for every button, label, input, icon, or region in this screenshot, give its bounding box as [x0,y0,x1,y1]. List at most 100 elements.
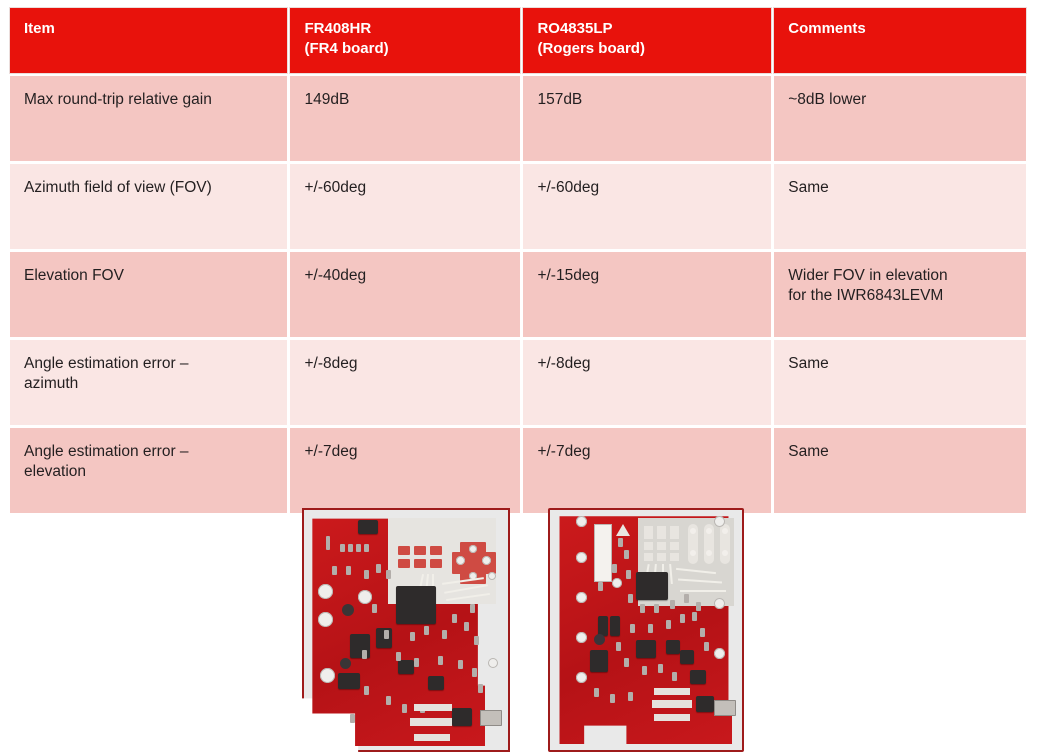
antenna-patch [644,553,653,561]
mounting-hole [576,592,587,603]
row-comment-line-1: Wider FOV in elevation [788,267,948,284]
mounting-hole [576,672,587,683]
elevation-antenna-element [704,524,714,564]
usb-connector [714,700,736,716]
pin-header [652,700,692,708]
antenna-patch [657,526,666,539]
row-comment-line-1: Same [788,179,829,196]
row-fr408hr-cell: +/-8deg [290,340,521,425]
row-comment-cell: Same [774,428,1026,513]
pin-header [414,704,452,711]
radar-soc-chip [636,572,668,600]
ic-chip [350,634,370,658]
row-fr408hr-cell: 149dB [290,76,521,161]
ic-chip [452,708,472,726]
row-comment-line-1: ~8dB lower [788,91,867,108]
feed-trace [432,574,434,594]
antenna-patch [398,559,410,568]
row-ro4835lp-cell: +/-8deg [523,340,772,425]
antenna-patch [670,526,679,539]
mounting-hole [714,516,725,527]
pin-header [654,688,690,695]
table-row: Elevation FOV +/-40deg +/-15deg Wider FO… [10,252,1026,337]
antenna-patch [430,559,442,568]
capacitor [342,604,354,616]
row-item-line-2: elevation [24,463,87,481]
mounting-hole [576,632,587,643]
column-header-comments-title: Comments [788,20,866,37]
antenna-patch [670,553,679,561]
row-item-line-1: Angle estimation error – [24,443,189,460]
capacitor [594,634,605,645]
antenna-via [469,545,477,553]
pin-header [410,718,452,726]
usb-connector [480,710,502,726]
row-comment-line-1: Same [788,443,829,460]
row-item-cell: Elevation FOV [10,252,288,337]
row-fr408hr-cell: +/-40deg [290,252,521,337]
comparison-table: Item FR408HR (FR4 board) RO4835LP (Roger… [10,8,1026,516]
antenna-via [456,556,465,565]
mounting-hole [576,552,587,563]
antenna-patch [398,546,410,555]
column-header-fr408hr-subtitle: (FR4 board) [304,39,389,57]
row-comment-cell: Same [774,340,1026,425]
column-header-fr408hr-title: FR408HR [304,20,372,37]
row-item-cell: Angle estimation error – azimuth [10,340,288,425]
ic-chip [598,616,608,636]
mounting-hole [358,590,372,604]
ic-chip [690,670,706,684]
column-header-item: Item [10,8,288,73]
ic-chip [398,660,414,674]
table-row: Azimuth field of view (FOV) +/-60deg +/-… [10,164,1026,249]
row-item-line-1: Azimuth field of view (FOV) [24,179,212,196]
row-ro4835lp-cell: 157dB [523,76,772,161]
row-ro4835lp-cell: +/-7deg [523,428,772,513]
row-ro4835lp-cell: +/-60deg [523,164,772,249]
column-header-comments: Comments [774,8,1026,73]
mounting-hole [488,658,498,668]
ic-chip [666,640,680,654]
antenna-patch [670,542,679,550]
table-row: Angle estimation error – azimuth +/-8deg… [10,340,1026,425]
antenna-patch [657,553,666,561]
row-item-cell: Angle estimation error – elevation [10,428,288,513]
pin-header [414,734,450,741]
ic-chip [358,520,378,534]
mounting-hole [612,578,622,588]
ic-chip [610,616,620,636]
row-comment-line-1: Same [788,355,829,372]
ic-chip [636,640,656,658]
row-comment-cell: ~8dB lower [774,76,1026,161]
antenna-patch [644,542,653,550]
antenna-patch [414,559,426,568]
board-photos [0,505,1038,752]
row-item-line-1: Max round-trip relative gain [24,91,212,108]
row-ro4835lp-cell: +/-15deg [523,252,772,337]
ic-chip [428,676,444,690]
silkscreen-label [594,524,612,582]
antenna-patch [657,542,666,550]
row-fr408hr-cell: +/-7deg [290,428,521,513]
row-item-line-1: Angle estimation error – [24,355,189,372]
table-row: Angle estimation error – elevation +/-7d… [10,428,1026,513]
warning-triangle-icon [616,524,630,536]
column-header-item-title: Item [24,20,55,37]
column-header-ro4835lp-subtitle: (Rogers board) [537,39,645,57]
antenna-patch [644,526,653,539]
row-item-cell: Azimuth field of view (FOV) [10,164,288,249]
elevation-antenna-element [720,524,730,564]
table-header-row: Item FR408HR (FR4 board) RO4835LP (Roger… [10,8,1026,73]
column-header-fr408hr: FR408HR (FR4 board) [290,8,521,73]
row-item-line-1: Elevation FOV [24,267,124,284]
mounting-hole [714,598,725,609]
mounting-hole [318,612,333,627]
rogers-board-photo [548,508,744,752]
capacitor [340,658,351,669]
mounting-hole [576,516,587,527]
ic-chip [696,696,714,712]
row-item-line-2: azimuth [24,375,79,393]
pin-header [654,714,690,721]
antenna-patch [430,546,442,555]
table-row: Max round-trip relative gain 149dB 157dB… [10,76,1026,161]
